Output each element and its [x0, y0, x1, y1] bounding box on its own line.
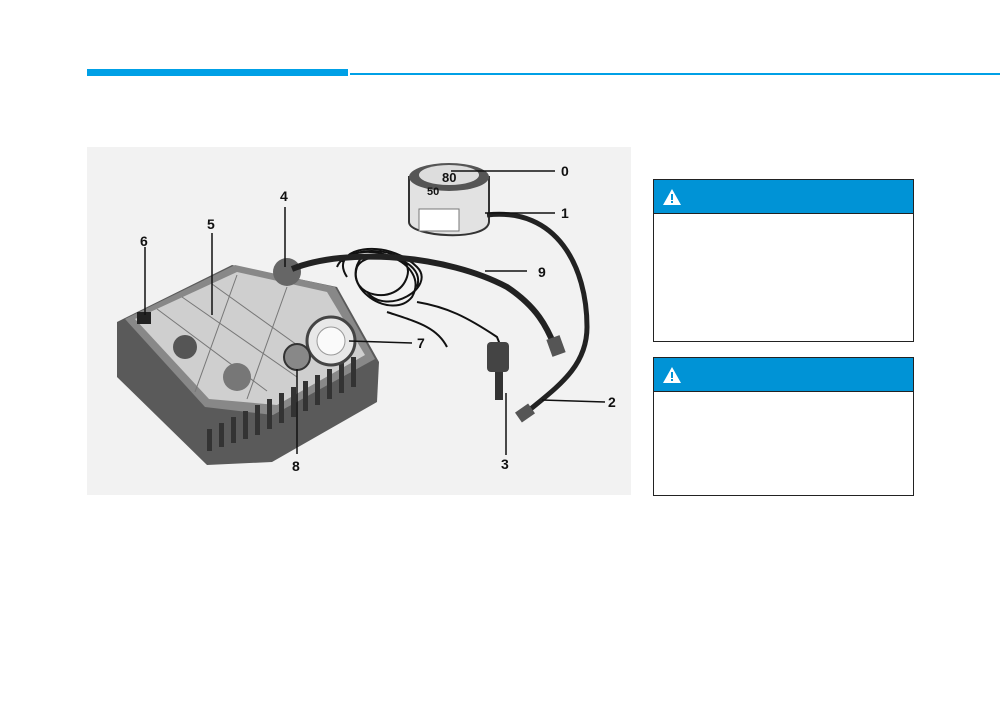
sealant-label-80: 80	[442, 170, 456, 185]
warning-triangle-icon	[663, 367, 681, 383]
callout-5: 5	[207, 216, 215, 232]
callout-4: 4	[280, 188, 288, 204]
callout-3: 3	[501, 456, 509, 472]
callout-lines	[144, 170, 606, 455]
sealant-bottle: 80 50	[408, 163, 490, 237]
tire-mobility-kit-illustration: 80 50 0 1 2 3 4 5 6 7 8 9	[87, 147, 631, 495]
header-rule-accent	[87, 69, 348, 76]
compressor-unit	[117, 258, 379, 465]
callout-6: 6	[140, 233, 148, 249]
compressor-hose	[290, 253, 558, 349]
callout-7: 7	[417, 335, 425, 351]
warning-box-1	[653, 179, 914, 342]
warning-box-2	[653, 357, 914, 496]
callout-9: 9	[538, 264, 546, 280]
power-plug	[487, 342, 509, 400]
warning-header-1	[654, 180, 913, 214]
callout-2: 2	[608, 394, 616, 410]
callout-0: 0	[561, 163, 569, 179]
hose-connector	[546, 335, 566, 357]
callout-1: 1	[561, 205, 569, 221]
warning-triangle-icon	[663, 189, 681, 205]
kit-drawing: 80 50 0 1 2 3 4 5 6 7 8 9	[117, 163, 616, 474]
filler-hose	[486, 211, 590, 414]
header-rule-line	[350, 73, 1000, 75]
callout-8: 8	[292, 458, 300, 474]
filler-hose-end	[515, 403, 535, 423]
warning-header-2	[654, 358, 913, 392]
sealant-label-50: 50	[427, 186, 439, 198]
